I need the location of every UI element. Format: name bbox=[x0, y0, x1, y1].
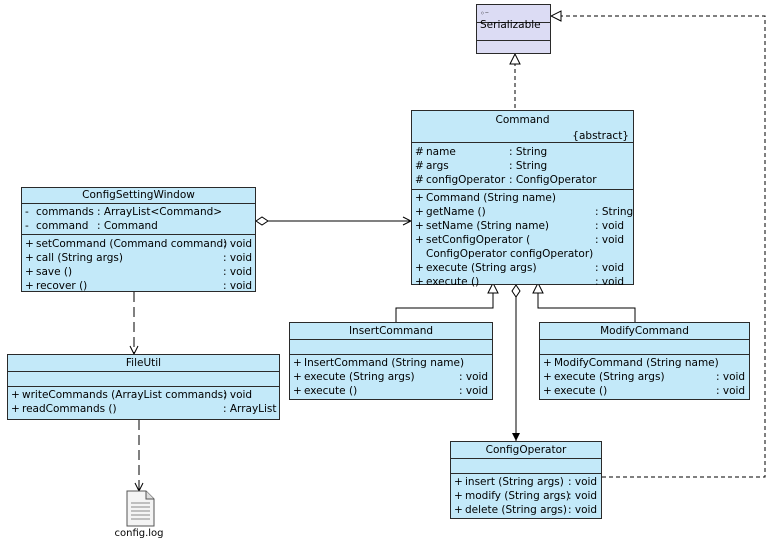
method-row: +ModifyCommand (String name) bbox=[543, 357, 719, 369]
method-row: +delete (String args): void bbox=[454, 504, 598, 516]
class-name: FileUtil bbox=[125, 357, 162, 369]
class-name: InsertCommand bbox=[348, 325, 434, 337]
method-row: +execute (): void bbox=[293, 385, 489, 397]
method-section: +setCommand (Command command): void +cal… bbox=[22, 235, 255, 294]
attribute-section: #name: String #args: String #configOpera… bbox=[412, 143, 633, 190]
modifycommand-extends-command bbox=[538, 283, 636, 322]
command-class[interactable]: Command {abstract} #name: String #args: … bbox=[411, 110, 634, 288]
interface-icon: ◦⁻ bbox=[480, 9, 489, 18]
method-row: +execute (String args): void bbox=[415, 262, 625, 274]
attribute-section bbox=[451, 459, 601, 474]
method-row: +execute (): void bbox=[415, 276, 625, 288]
method-row: +setConfigOperator (: void bbox=[415, 234, 625, 246]
method-section: +InsertCommand (String name) +execute (S… bbox=[290, 355, 492, 399]
attribute-section: -commands: ArrayList<Command> -command: … bbox=[22, 204, 255, 235]
attribute-section bbox=[290, 340, 492, 355]
method-section bbox=[477, 41, 550, 53]
attribute-section bbox=[8, 372, 279, 387]
class-name: ConfigOperator bbox=[485, 444, 567, 456]
class-stereotype: {abstract} bbox=[572, 130, 629, 142]
document-icon bbox=[126, 490, 155, 527]
method-row: +setCommand (Command command): void bbox=[25, 238, 253, 250]
method-row: +writeCommands (ArrayList commands): voi… bbox=[11, 389, 253, 401]
attribute-row: #configOperator: ConfigOperator bbox=[415, 174, 597, 186]
file-util-class[interactable]: FileUtil +writeCommands (ArrayList comma… bbox=[7, 354, 280, 420]
attribute-row: #name: String bbox=[415, 146, 548, 158]
method-row: +readCommands (): ArrayList bbox=[11, 403, 277, 415]
attribute-section bbox=[540, 340, 749, 355]
attribute-row: #args: String bbox=[415, 160, 548, 172]
method-row: +execute (String args): void bbox=[293, 371, 489, 383]
method-row: +getName (): String bbox=[415, 206, 634, 218]
class-name: ModifyCommand bbox=[600, 325, 689, 337]
method-row: +modify (String args): void bbox=[454, 490, 598, 502]
method-row: +InsertCommand (String name) bbox=[293, 357, 465, 369]
class-name: Serializable bbox=[480, 19, 541, 31]
modify-command-class[interactable]: ModifyCommand +ModifyCommand (String nam… bbox=[539, 322, 750, 400]
method-row: +call (String args): void bbox=[25, 252, 253, 264]
serializable-interface[interactable]: ◦⁻ Serializable bbox=[476, 4, 551, 54]
method-row: ConfigOperator configOperator) bbox=[426, 248, 594, 260]
config-setting-window-class[interactable]: ConfigSettingWindow -commands: ArrayList… bbox=[21, 187, 256, 292]
insert-command-class[interactable]: InsertCommand +InsertCommand (String nam… bbox=[289, 322, 493, 400]
attribute-row: -command: Command bbox=[25, 220, 158, 232]
method-row: +save (): void bbox=[25, 266, 253, 278]
method-section: +Command (String name) +getName (): Stri… bbox=[412, 190, 633, 290]
method-row: +recover (): void bbox=[25, 280, 253, 292]
class-name: Command bbox=[495, 114, 550, 126]
class-name: ConfigSettingWindow bbox=[82, 189, 195, 201]
method-row: +insert (String args): void bbox=[454, 476, 598, 488]
config-operator-class[interactable]: ConfigOperator +insert (String args): vo… bbox=[450, 441, 602, 519]
attribute-section bbox=[477, 23, 550, 41]
configoperator-realizes-serializable bbox=[551, 16, 766, 478]
method-row: +execute (String args): void bbox=[543, 371, 746, 383]
file-label: config.log bbox=[114, 528, 164, 539]
method-row: +execute (): void bbox=[543, 385, 746, 397]
method-section: +writeCommands (ArrayList commands): voi… bbox=[8, 387, 279, 417]
method-row: +setName (String name): void bbox=[415, 220, 625, 232]
method-section: +ModifyCommand (String name) +execute (S… bbox=[540, 355, 749, 399]
insertcommand-extends-command bbox=[395, 283, 493, 322]
method-row: +Command (String name) bbox=[415, 192, 556, 204]
attribute-row: -commands: ArrayList<Command> bbox=[25, 206, 223, 218]
method-section: +insert (String args): void +modify (Str… bbox=[451, 474, 601, 518]
